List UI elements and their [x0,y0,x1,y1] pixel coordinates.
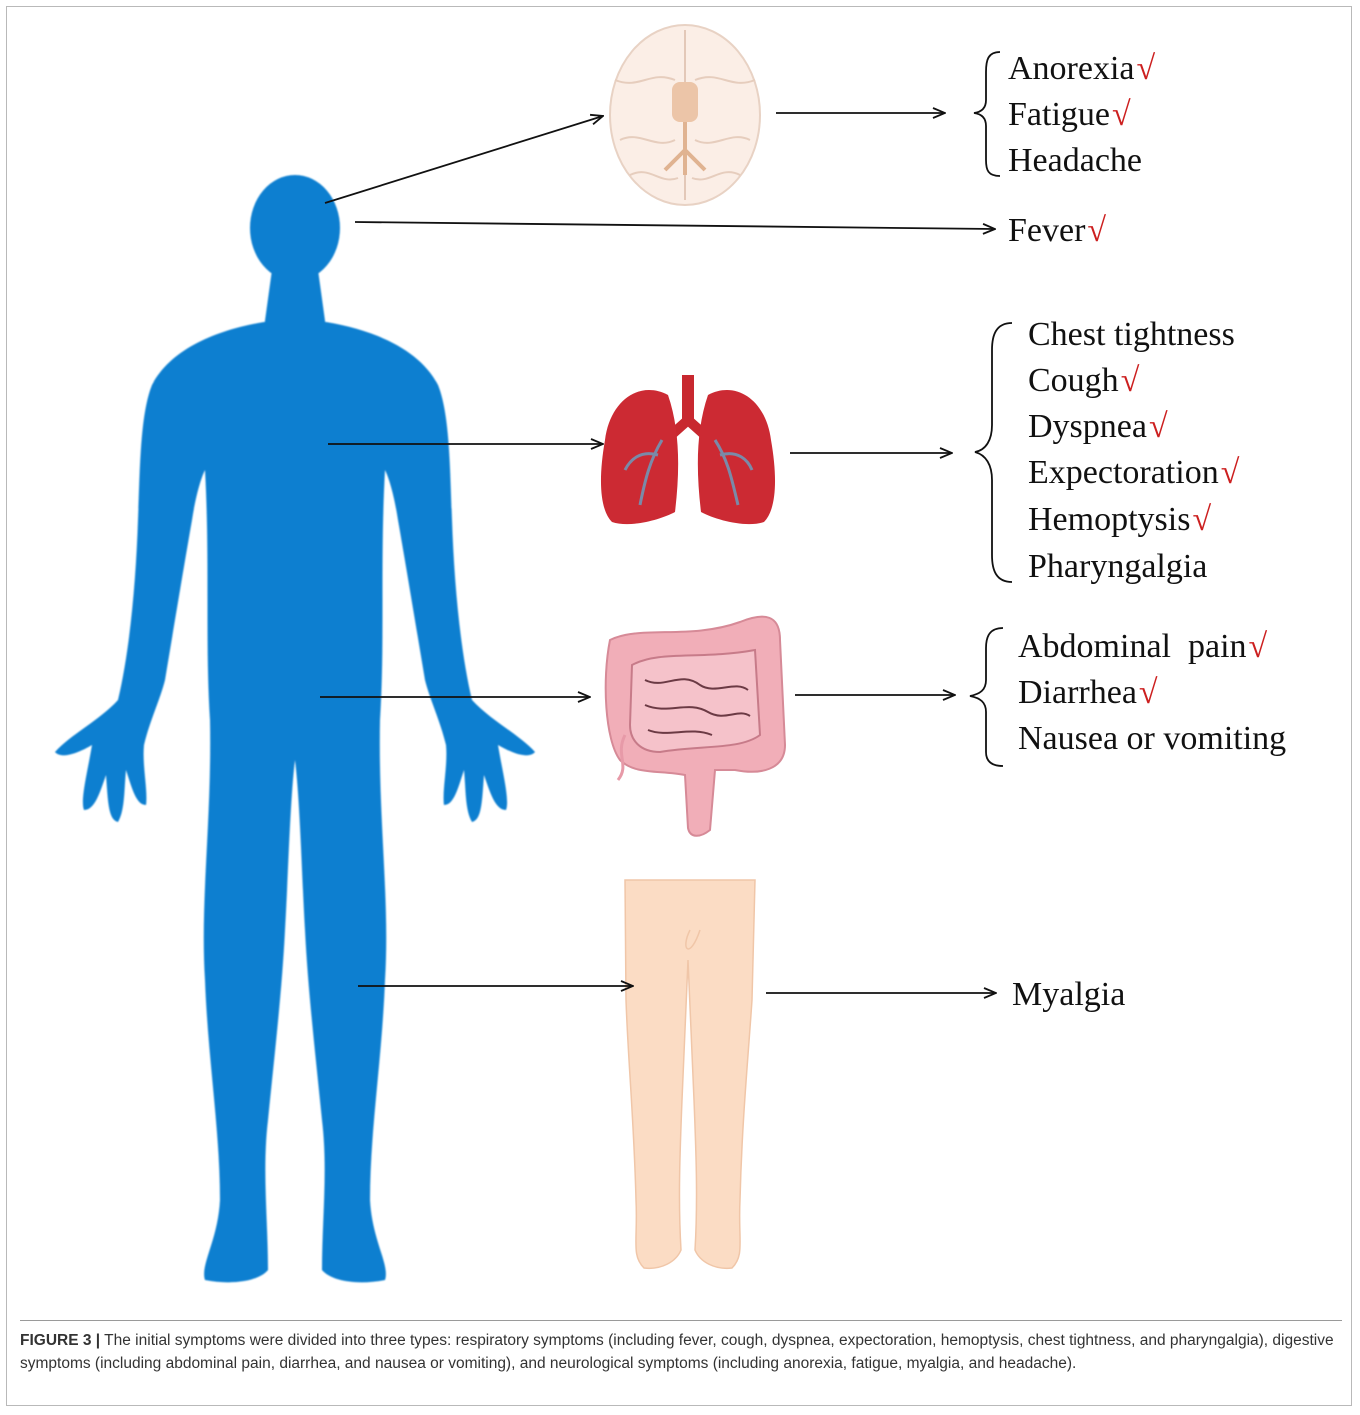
caption-label: FIGURE 3 | [20,1332,100,1349]
braces [970,52,1012,766]
symptom-anorexia: Anorexia√ [1008,46,1155,92]
check-mark: √ [1249,628,1268,665]
check-mark: √ [1137,50,1156,87]
arrow-to-fever [355,222,995,229]
symptom-fatigue: Fatigue√ [1008,92,1131,138]
brace-neuro [974,52,1000,176]
check-mark: √ [1121,362,1140,399]
intestines-illustration [606,617,785,836]
brace-respiratory [975,323,1012,582]
check-mark: √ [1149,408,1168,445]
symptom-cough: Cough√ [1028,358,1139,404]
legs-illustration [625,880,755,1268]
arrow-head-to-brain [325,116,603,203]
symptom-diarrhea: Diarrhea√ [1018,670,1158,716]
check-mark: √ [1112,96,1131,133]
symptom-headache: Headache [1008,138,1144,184]
check-mark: √ [1192,501,1211,538]
symptom-myalgia: Myalgia [1012,972,1127,1018]
symptom-hemoptysis: Hemoptysis√ [1028,497,1211,543]
lungs-illustration [601,375,775,524]
brace-digestive [970,628,1003,766]
symptom-expectoration: Expectoration√ [1028,450,1239,496]
check-mark: √ [1087,212,1106,249]
symptom-nausea-vomiting: Nausea or vomiting [1018,716,1288,762]
symptom-dyspnea: Dyspnea√ [1028,404,1168,450]
brain-illustration [610,25,760,205]
symptom-abdominal-pain: Abdominal pain√ [1018,624,1267,670]
human-body-silhouette [55,175,535,1282]
symptom-chest-tightness: Chest tightness [1028,312,1237,358]
figure-caption: FIGURE 3 | The initial symptoms were div… [20,1320,1342,1390]
caption-text: The initial symptoms were divided into t… [20,1332,1334,1372]
symptom-fever: Fever√ [1008,208,1106,254]
check-mark: √ [1221,454,1240,491]
check-mark: √ [1139,674,1158,711]
symptom-pharyngalgia: Pharyngalgia [1028,544,1209,590]
